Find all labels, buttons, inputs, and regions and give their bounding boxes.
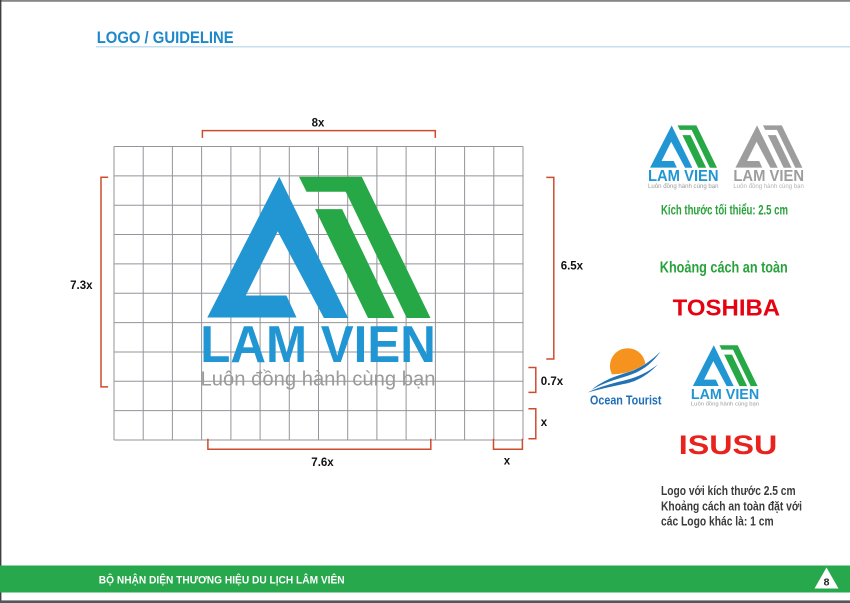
svg-text:LAM VIEN: LAM VIEN (648, 168, 719, 185)
svg-text:Luôn đồng hành cùng bạn: Luôn đồng hành cùng bạn (691, 402, 759, 408)
svg-text:LAM VIEN: LAM VIEN (691, 386, 759, 403)
svg-text:ISUSU: ISUSU (679, 430, 778, 460)
svg-text:8: 8 (824, 577, 830, 589)
svg-text:TOSHIBA: TOSHIBA (673, 295, 780, 321)
svg-text:LOGO / GUIDELINE: LOGO / GUIDELINE (97, 28, 234, 47)
svg-text:7.6x: 7.6x (311, 457, 334, 469)
svg-text:Ocean Tourist: Ocean Tourist (590, 393, 662, 408)
svg-text:Khoảng cách an toàn đặt với: Khoảng cách an toàn đặt với (661, 498, 802, 513)
svg-text:các Logo khác là: 1 cm: các Logo khác là: 1 cm (661, 514, 774, 529)
svg-text:7.3x: 7.3x (70, 280, 93, 292)
svg-text:Luôn đồng hành cùng bạn: Luôn đồng hành cùng bạn (648, 184, 719, 190)
svg-text:LAM VIEN: LAM VIEN (200, 316, 435, 374)
svg-text:x: x (504, 456, 511, 468)
svg-text:BỘ NHẬN DIỆN THƯƠNG HIỆU DU LỊ: BỘ NHẬN DIỆN THƯƠNG HIỆU DU LỊCH LÂM VIÊ… (99, 574, 345, 587)
svg-text:Luôn đồng hành cùng bạn: Luôn đồng hành cùng bạn (201, 368, 436, 390)
svg-text:8x: 8x (312, 117, 325, 129)
svg-text:Khoảng cách an toàn: Khoảng cách an toàn (660, 260, 788, 277)
svg-text:0.7x: 0.7x (541, 376, 564, 388)
svg-text:Logo với kích thước 2.5 cm: Logo với kích thước 2.5 cm (661, 483, 796, 498)
svg-text:x: x (541, 417, 548, 429)
svg-text:Luôn đồng hành cùng bạn: Luôn đồng hành cùng bạn (733, 184, 804, 190)
svg-text:LAM VIEN: LAM VIEN (733, 168, 804, 185)
svg-text:6.5x: 6.5x (561, 261, 584, 273)
svg-text:Kích thước tối thiểu: 2.5 cm: Kích thước tối thiểu: 2.5 cm (661, 202, 788, 218)
